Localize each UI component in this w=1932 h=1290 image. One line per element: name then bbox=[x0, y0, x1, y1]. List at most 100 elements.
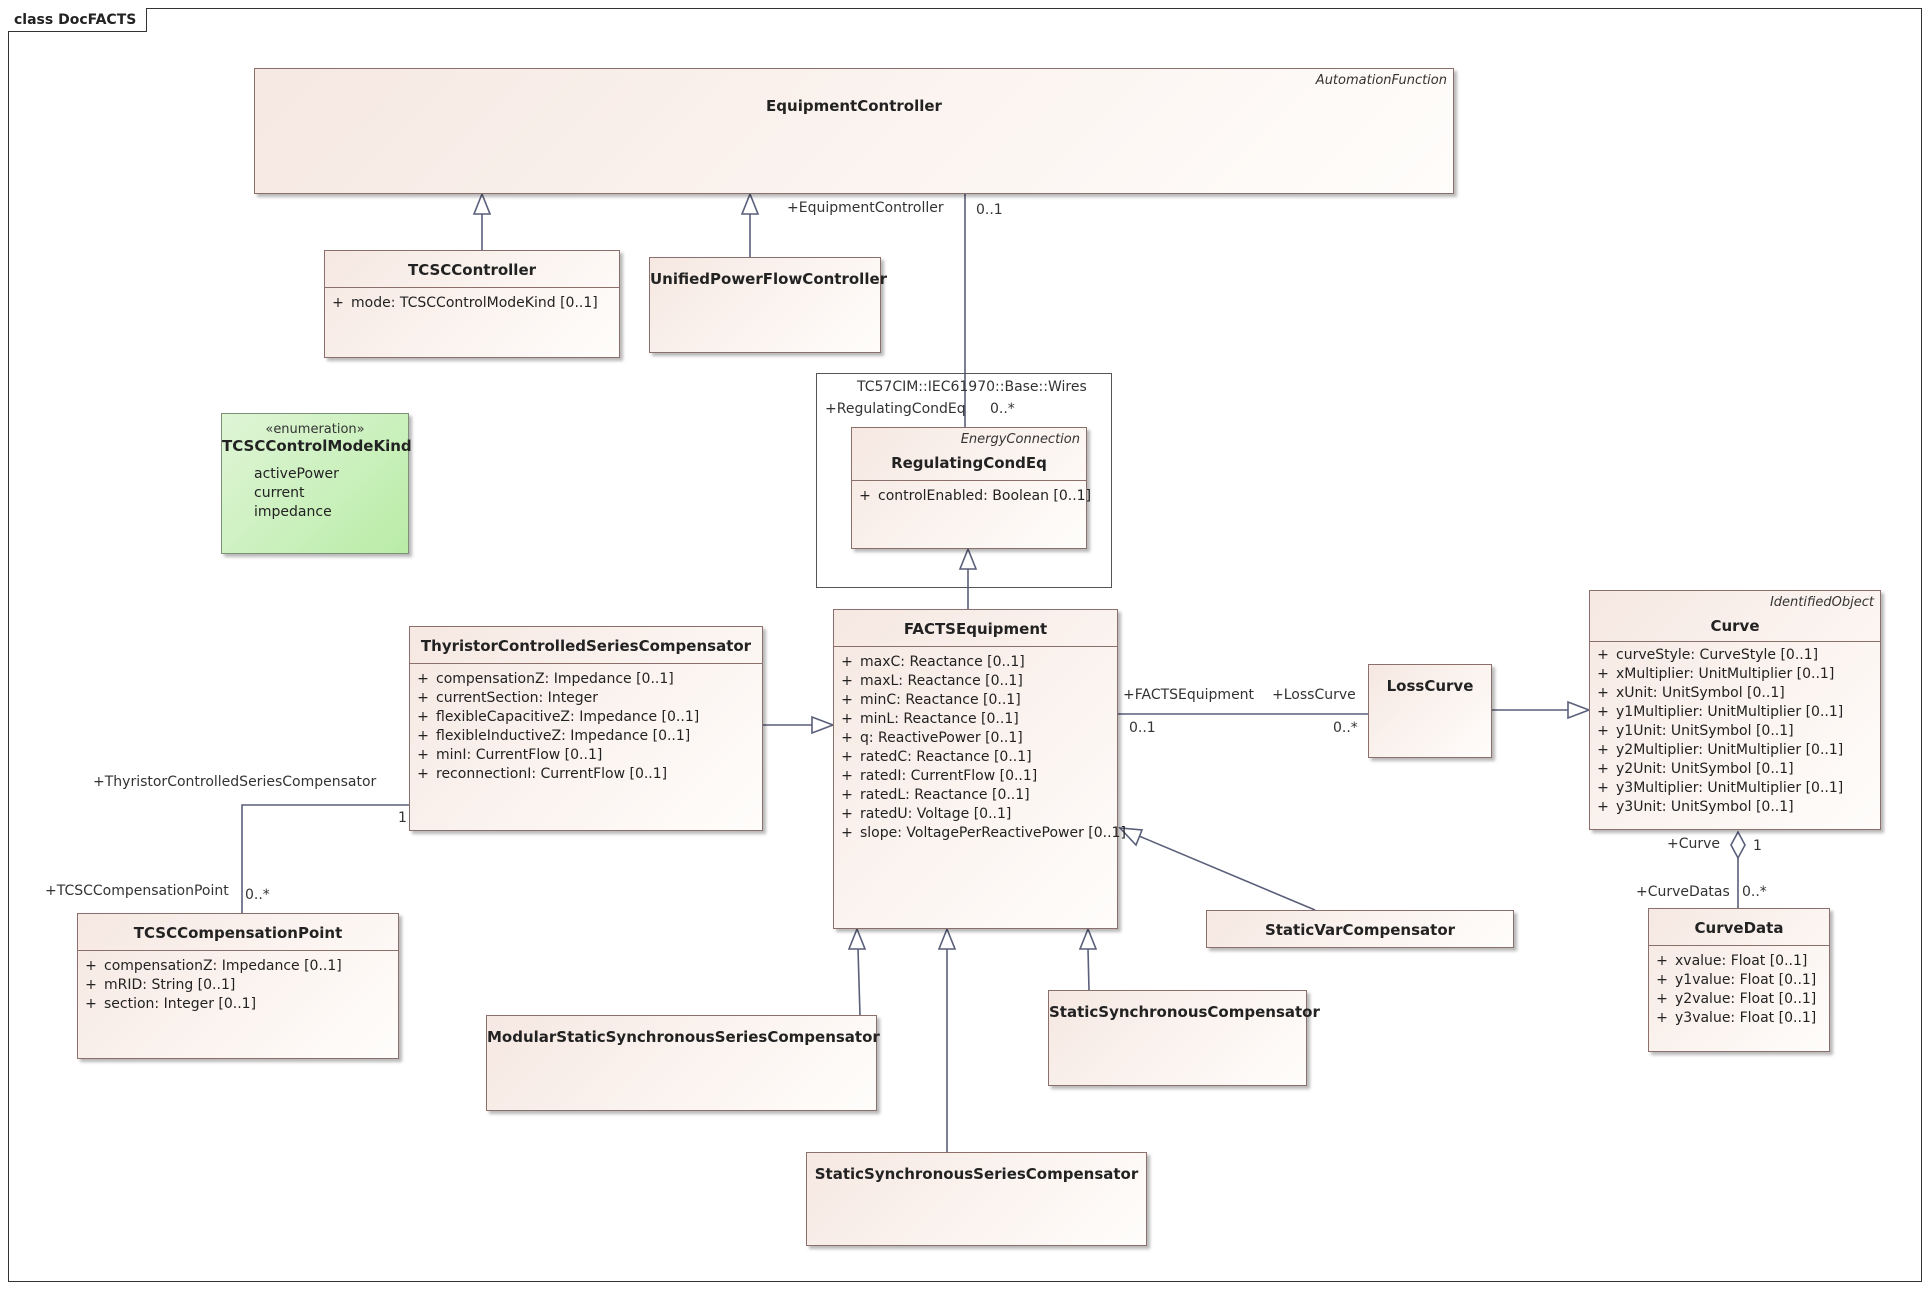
attribute-row: +compensationZ: Impedance [0..1] bbox=[417, 671, 674, 687]
attribute-row: +flexibleCapacitiveZ: Impedance [0..1] bbox=[417, 709, 700, 725]
attribute-row: +ratedC: Reactance [0..1] bbox=[841, 749, 1032, 765]
attribute-row: +y1Unit: UnitSymbol [0..1] bbox=[1597, 723, 1794, 739]
attribute-row: +minL: Reactance [0..1] bbox=[841, 711, 1019, 727]
attribute-list: +controlEnabled: Boolean [0..1] bbox=[852, 480, 1092, 506]
attribute-row: +xMultiplier: UnitMultiplier [0..1] bbox=[1597, 666, 1835, 682]
class-name: EquipmentController bbox=[766, 97, 942, 115]
attribute-row: +maxL: Reactance [0..1] bbox=[841, 673, 1023, 689]
role-equipment-controller: +EquipmentController bbox=[787, 200, 944, 216]
gen-arrow-mssc bbox=[847, 926, 867, 950]
role-curve-datas: +CurveDatas bbox=[1636, 884, 1730, 900]
attribute-row: +ratedL: Reactance [0..1] bbox=[841, 787, 1030, 803]
attribute-row: +mRID: String [0..1] bbox=[85, 977, 236, 993]
attribute-row: +y2Unit: UnitSymbol [0..1] bbox=[1597, 761, 1794, 777]
diagram-frame bbox=[8, 8, 1922, 1282]
role-tcsc: +ThyristorControlledSeriesCompensator bbox=[93, 774, 377, 790]
class-name: TCSCControlModeKind bbox=[222, 437, 412, 455]
multiplicity-regulating-cond-eq: 0..* bbox=[990, 401, 1015, 417]
role-facts-equipment: +FACTSEquipment bbox=[1123, 687, 1255, 703]
class-curve[interactable]: IdentifiedObject Curve +curveStyle: Curv… bbox=[1589, 590, 1881, 830]
attribute-row: +maxC: Reactance [0..1] bbox=[841, 654, 1025, 670]
stereotype-label: «enumeration» bbox=[265, 422, 365, 437]
attribute-row: +xvalue: Float [0..1] bbox=[1656, 953, 1808, 969]
class-equipment-controller[interactable]: AutomationFunction EquipmentController bbox=[254, 68, 1454, 194]
role-regulating-cond-eq: +RegulatingCondEq bbox=[825, 401, 966, 417]
enum-literal: current bbox=[254, 485, 305, 501]
diagram-title: class DocFACTS bbox=[8, 8, 148, 32]
class-regulating-cond-eq[interactable]: EnergyConnection RegulatingCondEq +contr… bbox=[851, 427, 1092, 549]
aggregation-diamond bbox=[1730, 830, 1746, 860]
multiplicity-tcsc-compensation-point: 0..* bbox=[245, 887, 270, 903]
class-tcsc-compensation-point[interactable]: TCSCCompensationPoint +compensationZ: Im… bbox=[77, 913, 399, 1059]
attribute-row: +controlEnabled: Boolean [0..1] bbox=[859, 488, 1092, 504]
parent-class-label: IdentifiedObject bbox=[1769, 595, 1874, 610]
gen-mssc bbox=[857, 948, 861, 1016]
attribute-row: +y2Multiplier: UnitMultiplier [0..1] bbox=[1597, 742, 1844, 758]
attribute-list: +compensationZ: Impedance [0..1] +mRID: … bbox=[78, 950, 398, 1014]
class-name: ModularStaticSynchronousSeriesCompensato… bbox=[487, 1028, 880, 1046]
class-facts-equipment[interactable]: FACTSEquipment +maxC: Reactance [0..1] +… bbox=[833, 609, 1126, 929]
gen-arrow-sssc bbox=[937, 926, 957, 950]
attribute-row: +section: Integer [0..1] bbox=[85, 996, 257, 1012]
class-name: ThyristorControlledSeriesCompensator bbox=[420, 637, 752, 655]
parent-class-label: AutomationFunction bbox=[1315, 73, 1447, 88]
class-curve-data[interactable]: CurveData +xvalue: Float [0..1] +y1value… bbox=[1648, 908, 1830, 1052]
attribute-row: +xUnit: UnitSymbol [0..1] bbox=[1597, 685, 1785, 701]
enum-tcsc-control-mode-kind[interactable]: «enumeration» TCSCControlModeKind active… bbox=[221, 413, 412, 554]
multiplicity-equipment-controller: 0..1 bbox=[976, 202, 1003, 218]
attribute-list: +compensationZ: Impedance [0..1] +curren… bbox=[410, 663, 762, 784]
gen-arrow-statcom bbox=[1078, 926, 1098, 950]
attribute-row: +y1Multiplier: UnitMultiplier [0..1] bbox=[1597, 704, 1844, 720]
attribute-list: +curveStyle: CurveStyle [0..1] +xMultipl… bbox=[1590, 641, 1880, 817]
gen-arrow-losscurve bbox=[1567, 700, 1592, 720]
parent-class-label: EnergyConnection bbox=[960, 432, 1080, 447]
attribute-row: +mode: TCSCControlModeKind [0..1] bbox=[332, 295, 598, 311]
attribute-row: +y1value: Float [0..1] bbox=[1656, 972, 1817, 988]
enum-literal: activePower bbox=[254, 466, 339, 482]
class-name: StaticVarCompensator bbox=[1264, 921, 1456, 939]
attribute-row: +minC: Reactance [0..1] bbox=[841, 692, 1021, 708]
gen-arrow-upfc bbox=[740, 191, 760, 215]
wires-package bbox=[816, 373, 1112, 588]
multiplicity-loss-curve: 0..* bbox=[1333, 720, 1358, 736]
class-thyristor-controlled-series-compensator[interactable]: ThyristorControlledSeriesCompensator +co… bbox=[409, 626, 763, 831]
class-name: CurveData bbox=[1694, 919, 1784, 937]
class-name: TCSCController bbox=[407, 261, 537, 279]
class-name: StaticSynchronousSeriesCompensator bbox=[814, 1165, 1139, 1183]
gen-svc bbox=[1138, 835, 1316, 911]
attribute-row: +q: ReactivePower [0..1] bbox=[841, 730, 1023, 746]
class-name: UnifiedPowerFlowController bbox=[650, 270, 888, 288]
attribute-row: +minI: CurrentFlow [0..1] bbox=[417, 747, 603, 763]
attribute-row: +compensationZ: Impedance [0..1] bbox=[85, 958, 342, 974]
class-static-synchronous-series-compensator[interactable]: StaticSynchronousSeriesCompensator bbox=[806, 1152, 1147, 1246]
class-name: Curve bbox=[1710, 617, 1760, 635]
enum-literal: impedance bbox=[254, 504, 332, 520]
class-unified-power-flow-controller[interactable]: UnifiedPowerFlowController bbox=[649, 257, 888, 353]
class-static-synchronous-compensator[interactable]: StaticSynchronousCompensator bbox=[1048, 990, 1320, 1086]
class-modular-static-synchronous-series-compensator[interactable]: ModularStaticSynchronousSeriesCompensato… bbox=[486, 1015, 880, 1111]
attribute-row: +y2value: Float [0..1] bbox=[1656, 991, 1817, 1007]
attribute-row: +ratedU: Voltage [0..1] bbox=[841, 806, 1012, 822]
literal-list: activePower current impedance bbox=[222, 465, 408, 522]
attribute-row: +flexibleInductiveZ: Impedance [0..1] bbox=[417, 728, 691, 744]
attribute-row: +y3value: Float [0..1] bbox=[1656, 1010, 1817, 1026]
gen-arrow-tcsc bbox=[811, 715, 836, 735]
attribute-row: +y3Unit: UnitSymbol [0..1] bbox=[1597, 799, 1794, 815]
role-curve: +Curve bbox=[1667, 836, 1721, 852]
multiplicity-facts-equipment: 0..1 bbox=[1129, 720, 1156, 736]
role-loss-curve: +LossCurve bbox=[1272, 687, 1356, 703]
gen-statcom bbox=[1087, 948, 1090, 991]
attribute-row: +ratedI: CurrentFlow [0..1] bbox=[841, 768, 1038, 784]
class-name: RegulatingCondEq bbox=[891, 454, 1047, 472]
class-name: LossCurve bbox=[1386, 677, 1474, 695]
gen-arrow-facts bbox=[958, 546, 978, 570]
gen-arrow-tcsccontroller bbox=[472, 191, 492, 215]
class-tcsc-controller[interactable]: TCSCController +mode: TCSCControlModeKin… bbox=[324, 250, 620, 358]
class-static-var-compensator[interactable]: StaticVarCompensator bbox=[1206, 910, 1514, 948]
attribute-row: +reconnectionI: CurrentFlow [0..1] bbox=[417, 766, 668, 782]
attribute-list: +mode: TCSCControlModeKind [0..1] bbox=[325, 287, 619, 313]
class-loss-curve[interactable]: LossCurve bbox=[1368, 664, 1492, 758]
attribute-row: +y3Multiplier: UnitMultiplier [0..1] bbox=[1597, 780, 1844, 796]
class-name: TCSCCompensationPoint bbox=[133, 924, 343, 942]
package-label: TC57CIM::IEC61970::Base::Wires bbox=[857, 379, 1087, 395]
